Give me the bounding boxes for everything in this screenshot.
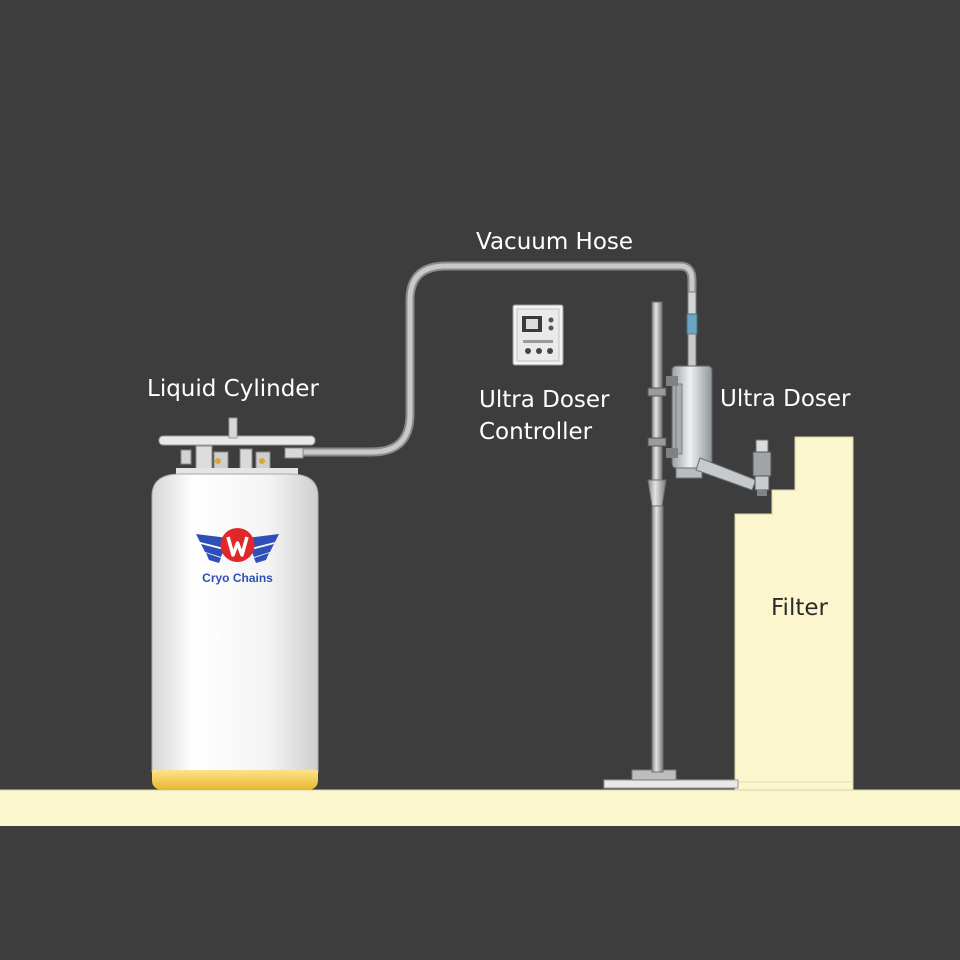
logo-wings-icon xyxy=(196,528,279,563)
stand-base-plate xyxy=(603,779,739,789)
label-ultra-doser: Ultra Doser xyxy=(720,386,851,412)
liquid-cylinder-drawing xyxy=(151,417,319,790)
logo-text: Cryo Chains xyxy=(202,571,273,585)
label-filter: Filter xyxy=(771,595,828,621)
label-liquid-cylinder: Liquid Cylinder xyxy=(147,376,319,402)
stand-pole-lower xyxy=(651,505,664,773)
floor-plane xyxy=(0,790,960,826)
label-controller-line2: Controller xyxy=(479,419,593,445)
filter-block xyxy=(734,436,854,791)
controller-box-icon xyxy=(512,304,564,366)
label-controller-line1: Ultra Doser xyxy=(479,387,610,413)
stand-pole-upper xyxy=(651,301,663,493)
label-vacuum-hose: Vacuum Hose xyxy=(476,229,634,255)
ultra-doser-drawing xyxy=(666,365,772,496)
